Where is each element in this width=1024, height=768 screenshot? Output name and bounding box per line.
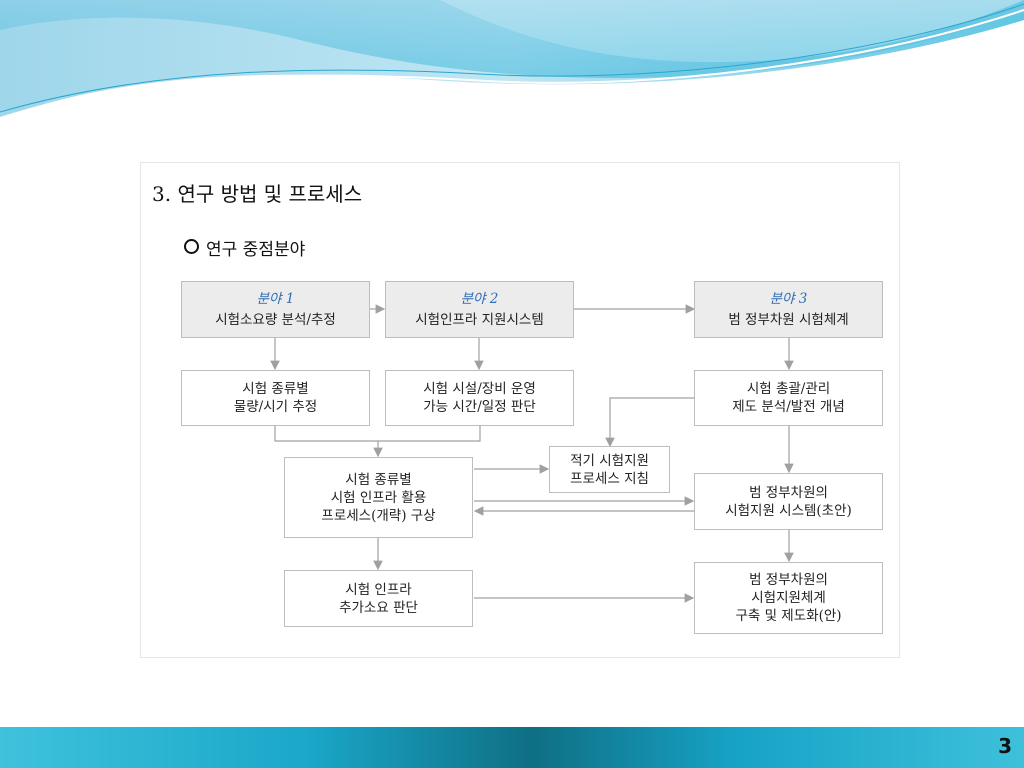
system-build-box: 범 정부차원의 시험지원체계 구축 및 제도화(안) [694, 562, 883, 634]
system-build-line-1: 범 정부차원의 [749, 572, 828, 588]
oversight-line-1: 시험 총괄/관리 [746, 381, 831, 397]
field-1-name: 시험소요량 분석/추정 [215, 312, 336, 328]
type-volume-box: 시험 종류별 물량/시기 추정 [181, 370, 370, 426]
section-subtitle: 연구 중점분야 [184, 235, 305, 260]
extra-infra-line-2: 추가소요 판단 [339, 599, 418, 616]
infra-process-box: 시험 종류별 시험 인프라 활용 프로세스(개략) 구상 [284, 457, 473, 538]
process-guide-line-1: 적기 시험지원 [570, 452, 649, 469]
page-number: 3 [998, 734, 1012, 758]
system-build-line-2: 시험지원체계 [751, 590, 826, 606]
infra-process-line-3: 프로세스(개략) 구상 [321, 507, 436, 524]
field-2-label: 분야 2 [460, 291, 499, 307]
extra-infra-line-1: 시험 인프라 [345, 581, 412, 598]
type-volume-line-2: 물량/시기 추정 [233, 399, 318, 415]
support-system-box: 범 정부차원의 시험지원 시스템(초안) [694, 473, 883, 530]
facility-ops-line-1: 시험 시설/장비 운영 [423, 381, 536, 397]
circle-bullet-icon [184, 239, 199, 254]
field-3-box: 분야 3 범 정부차원 시험체계 [694, 281, 883, 338]
field-2-name: 시험인프라 지원시스템 [415, 312, 544, 328]
field-1-box: 분야 1 시험소요량 분석/추정 [181, 281, 370, 338]
field-3-name: 범 정부차원 시험체계 [728, 312, 849, 328]
facility-ops-box: 시험 시설/장비 운영 가능 시간/일정 판단 [385, 370, 574, 426]
process-guide-line-2: 프로세스 지침 [570, 470, 649, 487]
field-2-box: 분야 2 시험인프라 지원시스템 [385, 281, 574, 338]
oversight-box: 시험 총괄/관리 제도 분석/발전 개념 [694, 370, 883, 426]
oversight-line-2: 제도 분석/발전 개념 [732, 399, 845, 415]
system-build-line-3: 구축 및 제도화(안) [735, 608, 842, 624]
process-guide-box: 적기 시험지원 프로세스 지침 [549, 446, 670, 493]
extra-infra-box: 시험 인프라 추가소요 판단 [284, 570, 473, 627]
type-volume-line-1: 시험 종류별 [242, 381, 309, 397]
footer-bar [0, 727, 1024, 768]
support-system-line-1: 범 정부차원의 [749, 484, 828, 501]
field-3-label: 분야 3 [769, 291, 808, 307]
infra-process-line-1: 시험 종류별 [345, 471, 412, 488]
support-system-line-2: 시험지원 시스템(초안) [725, 502, 852, 519]
slide-title: 3. 연구 방법 및 프로세스 [152, 182, 363, 206]
subtitle-text: 연구 중점분야 [206, 240, 306, 260]
top-wave-decoration [0, 0, 1024, 119]
facility-ops-line-2: 가능 시간/일정 판단 [423, 399, 536, 415]
field-1-label: 분야 1 [256, 291, 295, 307]
infra-process-line-2: 시험 인프라 활용 [330, 489, 427, 506]
